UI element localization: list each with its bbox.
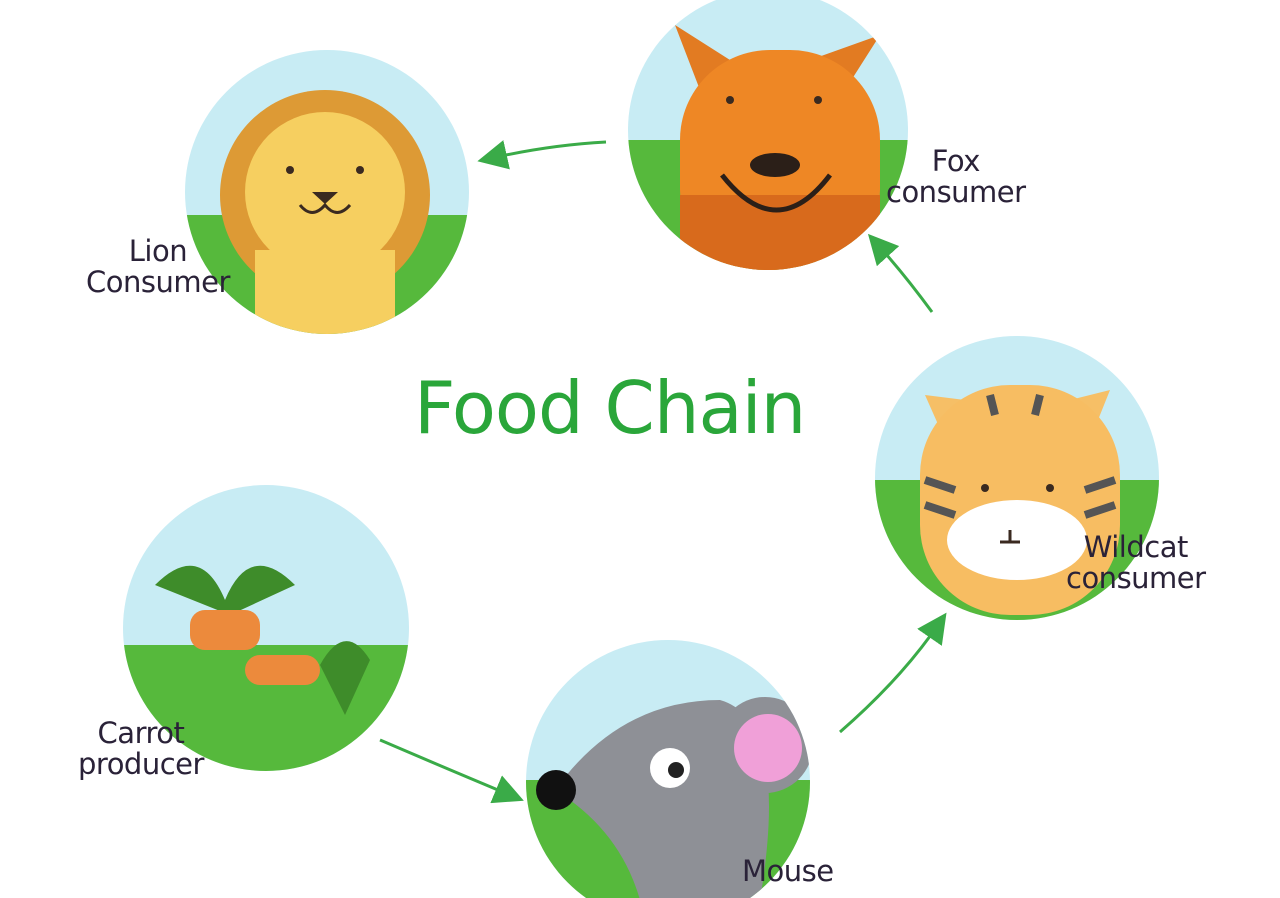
fox-role: consumer	[886, 175, 1026, 209]
carrot-name: Carrot	[97, 716, 185, 750]
wildcat-name: Wildcat	[1083, 530, 1189, 564]
carrot-node	[123, 485, 409, 771]
wildcat-role: consumer	[1066, 561, 1206, 595]
arrow-carrot-to-mouse	[379, 738, 524, 804]
lion-role: Consumer	[86, 265, 230, 299]
carrot-role: producer	[78, 747, 204, 781]
mouse-label: Mouse	[742, 856, 834, 887]
fox-label: Fox consumer	[886, 146, 1026, 208]
lion-name: Lion	[128, 234, 188, 268]
mouse-name: Mouse	[742, 854, 834, 888]
lion-label: Lion Consumer	[86, 236, 230, 298]
diagram-title: Food Chain	[414, 366, 806, 450]
arrow-mouse-to-wildcat	[839, 612, 947, 734]
arrow-fox-to-lion	[477, 140, 607, 170]
lion-node	[185, 50, 469, 334]
fox-node	[628, 0, 908, 270]
wildcat-label: Wildcat consumer	[1066, 532, 1206, 594]
fox-name: Fox	[931, 144, 981, 178]
carrot-label: Carrot producer	[78, 718, 204, 780]
mouse-node	[526, 640, 810, 898]
wildcat-node	[875, 336, 1159, 620]
arrow-wildcat-to-fox	[867, 233, 934, 313]
